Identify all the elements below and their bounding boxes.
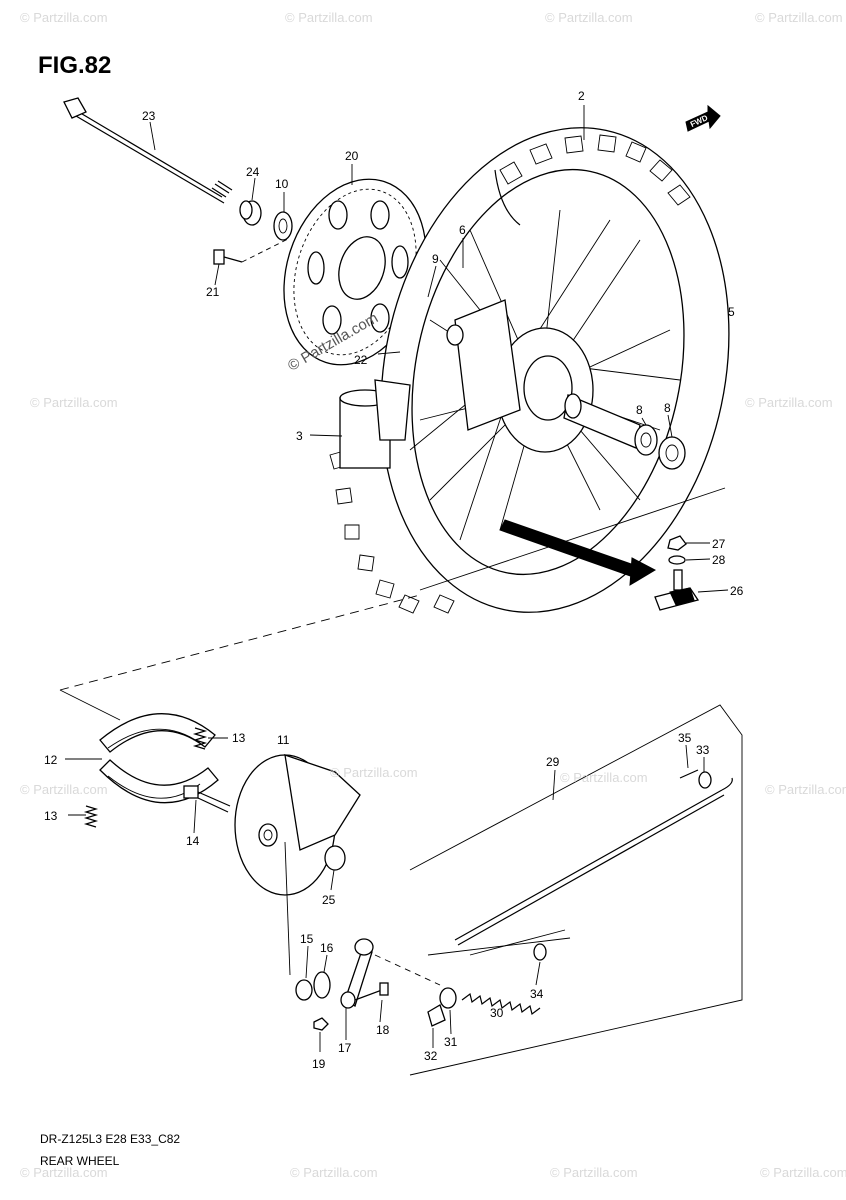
watermark: © Partzilla.com [765, 782, 846, 797]
callout-15: 15 [300, 932, 314, 946]
shoe-spring-lower [83, 805, 99, 828]
callout-13a: 13 [232, 731, 246, 745]
callout-5: 5 [728, 305, 735, 319]
callout-27: 27 [712, 537, 726, 551]
watermark: © Partzilla.com [560, 770, 648, 785]
brake-shoe-lower [99, 759, 219, 804]
spacer-collar-inner [634, 424, 658, 456]
callout-32: 32 [424, 1049, 438, 1063]
cotter-pin [679, 769, 699, 779]
watermark: © Partzilla.com [285, 10, 373, 25]
figure-title: FIG.82 [38, 52, 112, 79]
callout-23: 23 [142, 109, 156, 123]
callout-24: 24 [246, 165, 260, 179]
callout-20: 20 [345, 149, 359, 163]
rim-lock [654, 569, 700, 611]
rod-joint [439, 987, 457, 1009]
callout-26: 26 [730, 584, 744, 598]
axle-shaft [63, 97, 233, 204]
rod-washer [533, 943, 547, 961]
lever-bolt [354, 982, 389, 1001]
callout-11: 11 [277, 733, 290, 747]
oil-seal [273, 211, 293, 241]
sprocket-bolt [213, 237, 291, 265]
callout-31: 31 [444, 1035, 458, 1049]
inner-tube [339, 379, 411, 469]
watermark: © Partzilla.com [550, 1165, 638, 1180]
valve-washer [668, 555, 686, 565]
watermark: © Partzilla.com [760, 1165, 846, 1180]
shoe-spring-upper [192, 727, 208, 750]
watermark: © Partzilla.com [290, 1165, 378, 1180]
callout-33: 33 [696, 743, 710, 757]
callout-9: 9 [432, 252, 439, 266]
hub-spacer [563, 393, 641, 449]
watermark: © Partzilla.com [755, 10, 843, 25]
rim-band-pointer [499, 519, 657, 586]
callout-labels: 2 23 24 10 20 6 9 5 21 22 3 8 8 27 28 26… [44, 89, 744, 1071]
brake-cam-lever [340, 938, 374, 1009]
callout-16: 16 [320, 941, 334, 955]
callout-14: 14 [186, 834, 200, 848]
watermark: © Partzilla.com [30, 395, 118, 410]
callout-12: 12 [44, 753, 58, 767]
brake-cam-seal [324, 845, 346, 871]
callout-22: 22 [354, 353, 368, 367]
brake-panel [234, 754, 361, 896]
lever-nut [313, 1017, 329, 1031]
callout-19: 19 [312, 1057, 326, 1071]
callout-34: 34 [530, 987, 544, 1001]
brake-rod [454, 777, 733, 946]
fwd-arrow-icon: FWD [685, 104, 721, 132]
figure-name: REAR WHEEL [40, 1154, 120, 1168]
leader-lines [65, 105, 729, 1052]
rear-sprocket [283, 178, 427, 366]
fwd-label: FWD [689, 113, 710, 129]
watermark: © Partzilla.com [330, 765, 418, 780]
callout-13b: 13 [44, 809, 58, 823]
indicator-plate [284, 841, 313, 1001]
callout-8b: 8 [664, 401, 671, 415]
watermark: © Partzilla.com [20, 782, 108, 797]
callout-29: 29 [546, 755, 560, 769]
watermark: © Partzilla.com [745, 395, 833, 410]
watermark: © Partzilla.com [545, 10, 633, 25]
figure-footer: DR-Z125L3 E28 E33_C82 REAR WHEEL [40, 1128, 180, 1172]
callout-2: 2 [578, 89, 585, 103]
callout-28: 28 [712, 553, 726, 567]
callout-30: 30 [490, 1006, 504, 1020]
callout-35: 35 [678, 731, 692, 745]
brake-shoe-upper [99, 713, 216, 753]
model-code: DR-Z125L3 E28 E33_C82 [40, 1132, 181, 1146]
watermark: © Partzilla.com [20, 1165, 108, 1180]
callout-6: 6 [459, 223, 466, 237]
valve-nut [667, 535, 687, 551]
watermark: © Partzilla.com [20, 10, 108, 25]
callout-17: 17 [338, 1041, 352, 1055]
joint-pin [427, 1004, 446, 1027]
callout-18: 18 [376, 1023, 390, 1037]
wheel-hub [446, 299, 594, 453]
callout-21: 21 [206, 285, 220, 299]
callout-10: 10 [275, 177, 289, 191]
cam-washer [313, 971, 331, 999]
callout-3: 3 [296, 429, 303, 443]
rod-end-washer [698, 771, 712, 789]
spacer-collar-outer [658, 436, 686, 470]
rod-spring [461, 992, 541, 1016]
callout-25: 25 [322, 893, 336, 907]
brake-cam [183, 785, 231, 813]
callout-8a: 8 [636, 403, 643, 417]
axle-collar [239, 200, 262, 226]
